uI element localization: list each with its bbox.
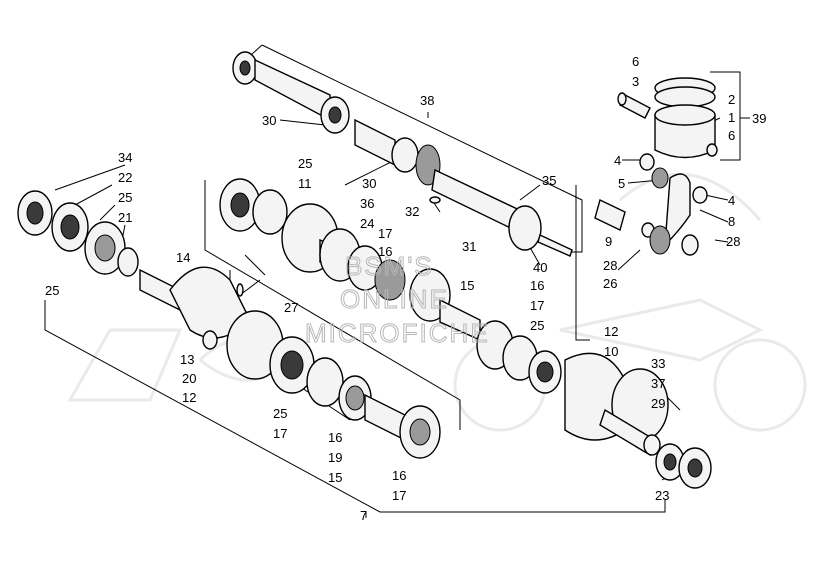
callout-5: 5 — [618, 176, 625, 191]
piston-assembly — [594, 77, 718, 256]
callout-26: 26 — [603, 276, 617, 291]
callout-22: 22 — [118, 170, 132, 185]
callout-24: 24 — [360, 216, 374, 231]
callout-6a: 6 — [632, 54, 639, 69]
callout-11: 11 — [298, 176, 312, 191]
callout-25b: 25 — [298, 156, 312, 171]
microfiche-watermark: BSM'S ONLINE MICROFICHE — [305, 251, 490, 349]
callout-8: 8 — [728, 214, 735, 229]
right-crank-assembly — [564, 352, 712, 489]
callout-17d: 17 — [392, 488, 406, 503]
callout-labels: 6 3 2 1 39 6 4 5 4 8 28 9 28 26 38 30 30… — [45, 54, 766, 523]
center-crank-assembly — [219, 178, 562, 394]
callout-37: 37 — [651, 376, 665, 391]
callout-17c: 17 — [273, 426, 287, 441]
callout-20: 20 — [182, 371, 196, 386]
callout-12b: 12 — [604, 324, 618, 339]
callout-1: 1 — [728, 110, 735, 125]
callout-13: 13 — [180, 352, 194, 367]
background-logo-watermark — [67, 172, 807, 432]
callout-19: 19 — [328, 450, 342, 465]
callout-4a: 4 — [614, 153, 621, 168]
top-shaft-assembly — [232, 51, 573, 257]
callout-12a: 12 — [182, 390, 196, 405]
callout-15a: 15 — [460, 278, 474, 293]
callout-40: 40 — [533, 260, 547, 275]
watermark-line1: BSM'S — [345, 251, 434, 281]
callout-34: 34 — [118, 150, 132, 165]
callout-7: 7 — [360, 508, 367, 523]
callout-9: 9 — [605, 234, 612, 249]
callout-25a: 25 — [118, 190, 132, 205]
callout-28b: 28 — [603, 258, 617, 273]
callout-6b: 6 — [728, 128, 735, 143]
callout-28a: 28 — [726, 234, 740, 249]
callout-30a: 30 — [262, 113, 276, 128]
callout-38: 38 — [420, 93, 434, 108]
callout-4b: 4 — [728, 193, 735, 208]
callout-16d: 16 — [392, 468, 406, 483]
callout-15b: 15 — [328, 470, 342, 485]
callout-2: 2 — [728, 92, 735, 107]
callout-25c: 25 — [45, 283, 59, 298]
watermark-line3: MICROFICHE — [305, 318, 490, 348]
callout-25d: 25 — [530, 318, 544, 333]
callout-17a: 17 — [378, 226, 392, 241]
callout-23: 23 — [655, 488, 669, 503]
callout-14: 14 — [176, 250, 190, 265]
callout-3: 3 — [632, 74, 639, 89]
callout-16a: 16 — [378, 244, 392, 259]
callout-30b: 30 — [362, 176, 376, 191]
callout-10: 10 — [604, 344, 618, 359]
callout-35: 35 — [542, 173, 556, 188]
callout-17b: 17 — [530, 298, 544, 313]
callout-16c: 16 — [328, 430, 342, 445]
callout-25e: 25 — [273, 406, 287, 421]
callout-33: 33 — [651, 356, 665, 371]
callout-36: 36 — [360, 196, 374, 211]
watermark-line2: ONLINE — [340, 284, 449, 314]
callout-27: 27 — [284, 300, 298, 315]
callout-31: 31 — [462, 239, 476, 254]
callout-29: 29 — [651, 396, 665, 411]
callout-32: 32 — [405, 204, 419, 219]
callout-16b: 16 — [530, 278, 544, 293]
left-crank-assembly — [17, 190, 441, 459]
callout-39: 39 — [752, 111, 766, 126]
callout-21: 21 — [118, 210, 132, 225]
